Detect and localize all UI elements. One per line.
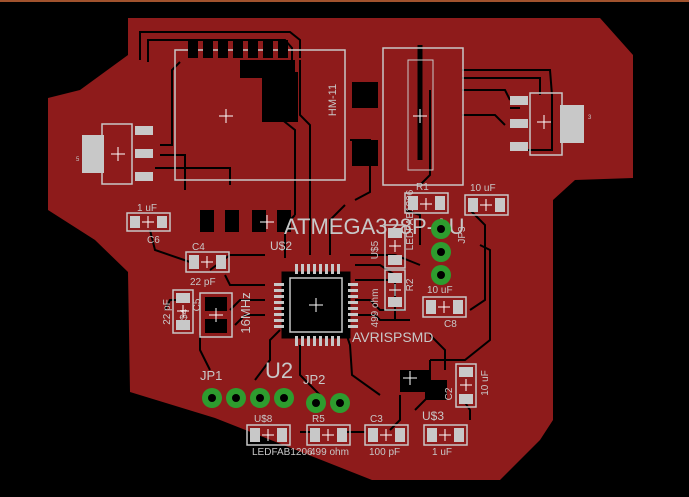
c8-ref-label: C8 [444, 319, 457, 330]
resistor-r2[interactable]: R2 499 ohm [370, 269, 416, 328]
hm11-module[interactable]: HM-11 [174, 40, 378, 232]
u3-value-label: 1 uF [432, 447, 452, 458]
left-connector[interactable]: 5 [76, 123, 153, 185]
capacitor-c4[interactable]: C4 22 pF [185, 242, 230, 288]
led-label: LEDFAB1206 [405, 189, 416, 250]
c10-value-label: 10 uF [470, 183, 496, 194]
copper-pour [48, 18, 633, 480]
left-connector-pin-label: 5 [76, 157, 80, 163]
capacitor-c3[interactable]: C3 100 pF [364, 414, 409, 458]
c4-ref-label: C4 [192, 242, 205, 253]
capacitor-c8[interactable]: 10 uF C8 [422, 285, 467, 330]
jp1-label: JP1 [200, 368, 222, 383]
c2-value-label: 10 uF [480, 370, 491, 396]
c2-ref-label: C2 [444, 387, 455, 400]
led-u5[interactable]: U$5 LEDFAB1206 [370, 189, 416, 269]
right-connector-pin-label: 3 [588, 115, 592, 121]
c6-value-label: 1 uF [137, 203, 157, 214]
c5-value-label: 22 pF [162, 299, 173, 325]
c6-ref-label: C6 [147, 235, 160, 246]
capacitor-c5[interactable]: 22 pF C5 U$4 [162, 289, 203, 334]
jumper-jp3[interactable]: JP3 [431, 219, 468, 285]
resistor-r5[interactable]: R5 499 ohm [306, 414, 351, 458]
crystal-16mhz[interactable]: 16MHz [199, 292, 253, 338]
u3-ref-label: U$3 [422, 409, 444, 423]
capacitor-c2[interactable]: 10 uF C2 [444, 363, 491, 408]
led-u8[interactable]: U$8 LEDFAB1206 [246, 414, 313, 458]
r2-label: R2 [405, 278, 416, 291]
atmega-pins [274, 264, 358, 346]
u2-small-label: U$2 [270, 239, 292, 253]
r1-label: R1 [416, 182, 429, 193]
c4-value-label: 22 pF [190, 277, 216, 288]
regulator-package[interactable] [382, 47, 464, 186]
c3-ref-label: C3 [370, 414, 383, 425]
r5-value-label: 499 ohm [310, 447, 349, 458]
u8-ref-label: U$8 [254, 414, 273, 425]
avrispsmd-label: AVRISPSMD [352, 329, 433, 345]
origin-crosses [111, 109, 551, 441]
capacitor-10uf-top[interactable]: 10 uF [464, 183, 509, 216]
u2-big-label: U2 [265, 358, 293, 383]
c8-value-label: 10 uF [427, 285, 453, 296]
jp3-label: JP3 [457, 226, 468, 244]
hm11-label: HM-11 [327, 84, 339, 116]
c5-ref-label: C5 [192, 298, 203, 311]
u8-value-label: LEDFAB1206 [252, 447, 313, 458]
copper-cutouts [240, 60, 447, 400]
crystal-label: 16MHz [238, 292, 253, 333]
top-edge-line [0, 0, 689, 2]
jumper-jp1[interactable]: JP1 [200, 368, 294, 408]
right-connector[interactable]: 3 [510, 92, 592, 156]
jumper-jp2[interactable]: JP2 [303, 372, 350, 413]
jp2-label: JP2 [303, 372, 325, 387]
capacitor-u3[interactable]: U$3 1 uF [422, 409, 468, 458]
c3-value-label: 100 pF [369, 447, 400, 458]
resistor-r1[interactable]: R1 [404, 182, 449, 214]
r2-value-label: 499 ohm [370, 289, 381, 328]
r5-ref-label: R5 [312, 414, 325, 425]
u5-label: U$5 [370, 240, 381, 259]
hm11-pads [188, 40, 378, 232]
u4-label: U$4 [179, 308, 190, 327]
capacitor-c6[interactable]: 1 uF C6 [126, 203, 171, 246]
